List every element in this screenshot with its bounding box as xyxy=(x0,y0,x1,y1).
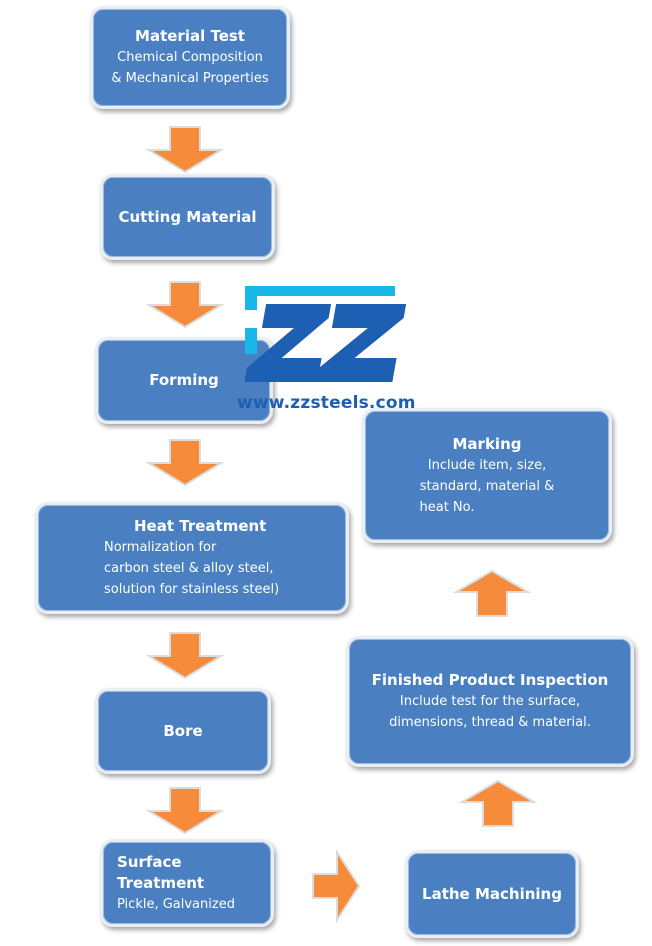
surface-treatment-box: Surface Treatment Pickle, Galvanized xyxy=(100,839,274,927)
forming-box: Forming xyxy=(95,337,273,424)
zz-logo-icon xyxy=(244,286,407,382)
cutting-material-title: Cutting Material xyxy=(118,207,257,226)
heat-treatment-title: Heat Treatment xyxy=(134,517,267,535)
marking-title: Marking xyxy=(452,434,522,453)
forming-title: Forming xyxy=(149,371,219,389)
surface-treatment-line-1: Pickle, Galvanized xyxy=(117,896,235,912)
finished-product-inspection-title: Finished Product Inspection xyxy=(371,671,609,689)
down-arrow-icon xyxy=(145,281,225,329)
finished-product-inspection-line-2: dimensions, thread & material. xyxy=(389,715,591,730)
logo-website-text: www.zzsteels.com xyxy=(237,393,416,413)
lathe-machining-title: Lathe Machining xyxy=(422,884,562,903)
marking-line-2: standard, material & xyxy=(419,478,555,494)
up-arrow-icon xyxy=(452,569,532,617)
heat-treatment-line-3: solution for stainless steel) xyxy=(104,582,280,597)
cutting-material-box: Cutting Material xyxy=(100,174,275,260)
down-arrow-icon xyxy=(145,439,225,487)
material-test-box: Material Test Chemical Composition & Mec… xyxy=(90,6,290,109)
bore-box: Bore xyxy=(95,688,271,774)
right-arrow-icon xyxy=(312,848,361,924)
finished-product-inspection-box: Finished Product Inspection Include test… xyxy=(346,636,634,767)
down-arrow-icon xyxy=(145,632,225,680)
finished-product-inspection-line-1: Include test for the surface, xyxy=(399,694,581,709)
up-arrow-icon xyxy=(458,779,538,827)
marking-line-3: heat No. xyxy=(419,499,475,515)
material-test-line-1: Chemical Composition xyxy=(117,50,263,65)
down-arrow-icon xyxy=(145,126,225,174)
material-test-line-2: & Mechanical Properties xyxy=(111,71,269,86)
marking-box: Marking Include item, size, standard, ma… xyxy=(362,408,612,543)
bore-title: Bore xyxy=(163,721,203,740)
lathe-machining-box: Lathe Machining xyxy=(405,850,579,938)
marking-line-1: Include item, size, xyxy=(427,457,547,473)
down-arrow-icon xyxy=(145,787,225,835)
surface-treatment-title: Surface Treatment xyxy=(117,852,205,892)
heat-treatment-line-1: Normalization for xyxy=(104,540,217,555)
heat-treatment-box: Heat Treatment Normalization for carbon … xyxy=(35,502,349,614)
material-test-title: Material Test xyxy=(135,27,245,45)
heat-treatment-line-2: carbon steel & alloy steel, xyxy=(104,561,274,576)
